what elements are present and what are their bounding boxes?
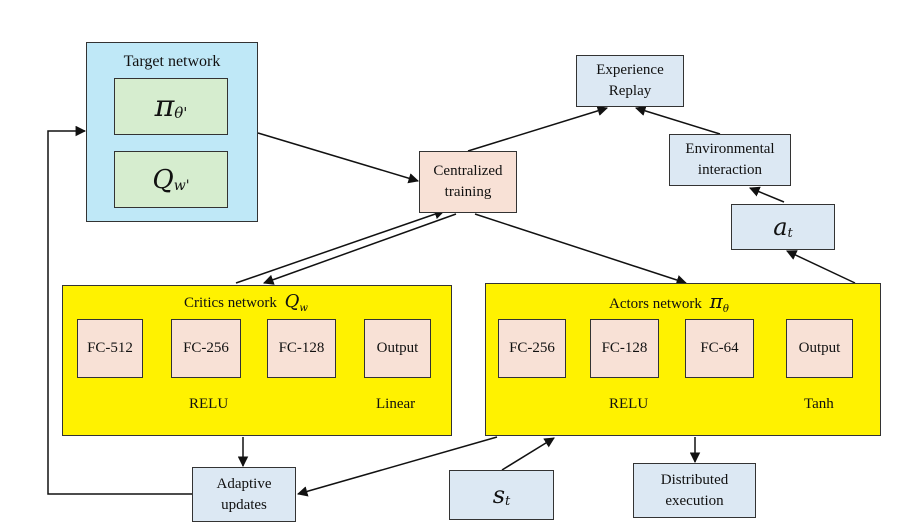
distributed-execution-line1: Distributed — [660, 471, 729, 488]
target-policy-symbol: π — [154, 89, 175, 124]
critics-network-title: Critics network Qw — [184, 291, 308, 314]
critics-subscript: w — [299, 303, 308, 314]
environmental-interaction: Environmental interaction — [669, 134, 791, 186]
environmental-interaction-line2: interaction — [697, 162, 763, 178]
centralized-training-line2: training — [444, 184, 492, 200]
environmental-interaction-line1: Environmental — [685, 141, 775, 157]
critics-relu-label: RELU — [189, 396, 229, 412]
state-symbol: s — [492, 481, 506, 509]
actors-relu-label: RELU — [609, 396, 649, 412]
action-subscript: t — [787, 225, 793, 241]
arrow-action-to-environment — [749, 186, 785, 203]
actors-symbol: π — [709, 289, 723, 313]
state-subscript: t — [505, 493, 511, 509]
arrow-critics-to-centralized — [235, 209, 445, 284]
arrow-actors-to-action — [786, 250, 856, 284]
actors-layer-output: Output — [786, 319, 853, 378]
arrow-centralized-to-critics — [263, 213, 457, 285]
adaptive-updates-line1: Adaptive — [216, 475, 272, 492]
critics-layer-output: Output — [364, 319, 431, 378]
target-network-title: Target network — [123, 53, 221, 70]
actors-network-title: Actors network πθ — [609, 289, 729, 315]
distributed-execution-line2: execution — [665, 492, 724, 509]
actors-subscript: θ — [722, 304, 729, 315]
arrow-actors-to-adaptive — [296, 436, 498, 497]
actors-layer-fc64: FC-64 — [685, 319, 754, 378]
arrow-target-to-centralized — [257, 132, 420, 184]
adaptive-updates: Adaptive updates — [192, 467, 296, 522]
critics-layer-fc128: FC-128 — [267, 319, 336, 378]
experience-replay-line2: Replay — [608, 83, 652, 99]
distributed-execution: Distributed execution — [633, 463, 756, 518]
centralized-training: Centralized training — [419, 151, 517, 213]
target-q-symbol: Q — [152, 164, 174, 195]
critics-symbol: Q — [284, 291, 300, 312]
actors-layer-fc256: FC-256 — [498, 319, 566, 378]
arrow-adaptive-to-target — [47, 125, 192, 495]
adaptive-updates-line2: updates — [221, 496, 267, 513]
experience-replay: Experience Replay — [576, 55, 684, 107]
target-policy-subscript: θ' — [174, 103, 188, 122]
arrow-environment-to-replay — [634, 105, 721, 135]
centralized-training-line1: Centralized — [433, 163, 503, 179]
critics-layer-fc512: FC-512 — [77, 319, 143, 378]
critics-layer-fc256: FC-256 — [171, 319, 241, 378]
arrow-centralized-to-replay — [467, 105, 609, 152]
actors-tanh-label: Tanh — [804, 396, 834, 412]
actors-layer-fc128: FC-128 — [590, 319, 659, 378]
arrow-state-to-actors — [501, 437, 555, 471]
critics-linear-label: Linear — [376, 396, 416, 412]
target-q-subscript: w' — [173, 177, 190, 194]
action-symbol: a — [773, 213, 788, 241]
experience-replay-line1: Experience — [596, 62, 664, 78]
arrow-centralized-to-actors — [474, 213, 687, 286]
